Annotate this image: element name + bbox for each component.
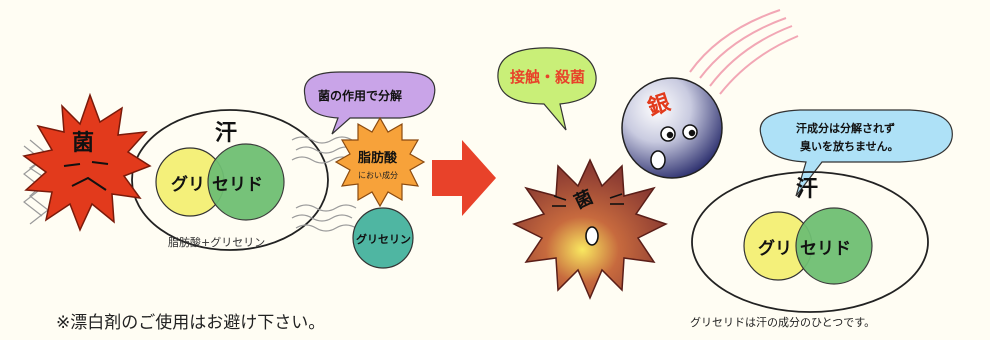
glyceride-label-right-2: セリド xyxy=(800,239,851,259)
decomposition-bubble-text: 菌の作用で分解 xyxy=(318,88,402,103)
fatty-acid-starburst xyxy=(334,116,426,208)
glyceride-note: グリセリドは汗の成分のひとつです。 xyxy=(690,315,875,329)
transition-arrow xyxy=(432,140,496,216)
bleach-warning: ※漂白剤のご使用はお避け下さい。 xyxy=(56,312,325,333)
glyceride-label-left-2: セリド xyxy=(212,175,263,195)
silver-glow-arcs xyxy=(689,9,799,95)
fatty-acid-sub: におい成分 xyxy=(358,170,398,180)
glycerin-circle xyxy=(352,207,414,269)
decomposition-bubble xyxy=(303,71,436,135)
bacteria-face-right xyxy=(552,193,624,246)
sweat-label-right: 汗 xyxy=(796,177,818,202)
bacteria-label-left: 菌 xyxy=(72,131,94,156)
fatty-acid-label: 脂肪酸 xyxy=(357,150,398,166)
contact-bubble-text: 接触・殺菌 xyxy=(510,68,585,86)
odor-wavy-lines xyxy=(291,136,357,232)
bacteria-starburst-left xyxy=(22,92,152,232)
glyceride-green-right xyxy=(795,207,873,285)
silver-face xyxy=(650,124,698,170)
info-bubble-line1: 汗成分は分解されず xyxy=(796,121,895,135)
sweat-outline-right xyxy=(691,171,929,313)
glyceride-label-left-1: グリ xyxy=(171,174,205,195)
bacteria-face-left xyxy=(63,161,109,191)
glyceride-label-right-1: グリ xyxy=(758,238,792,259)
breakdown-caption: 脂肪酸+グリセリン xyxy=(168,235,265,249)
contact-bubble xyxy=(497,47,597,131)
sweat-label-left: 汗 xyxy=(215,121,237,146)
info-bubble xyxy=(759,109,953,197)
glycerin-label: グリセリン xyxy=(356,232,411,246)
sweat-outline-left xyxy=(131,109,329,251)
info-bubble-line2: 臭いを放ちません。 xyxy=(800,139,899,153)
glyceride-green-left xyxy=(207,143,285,221)
